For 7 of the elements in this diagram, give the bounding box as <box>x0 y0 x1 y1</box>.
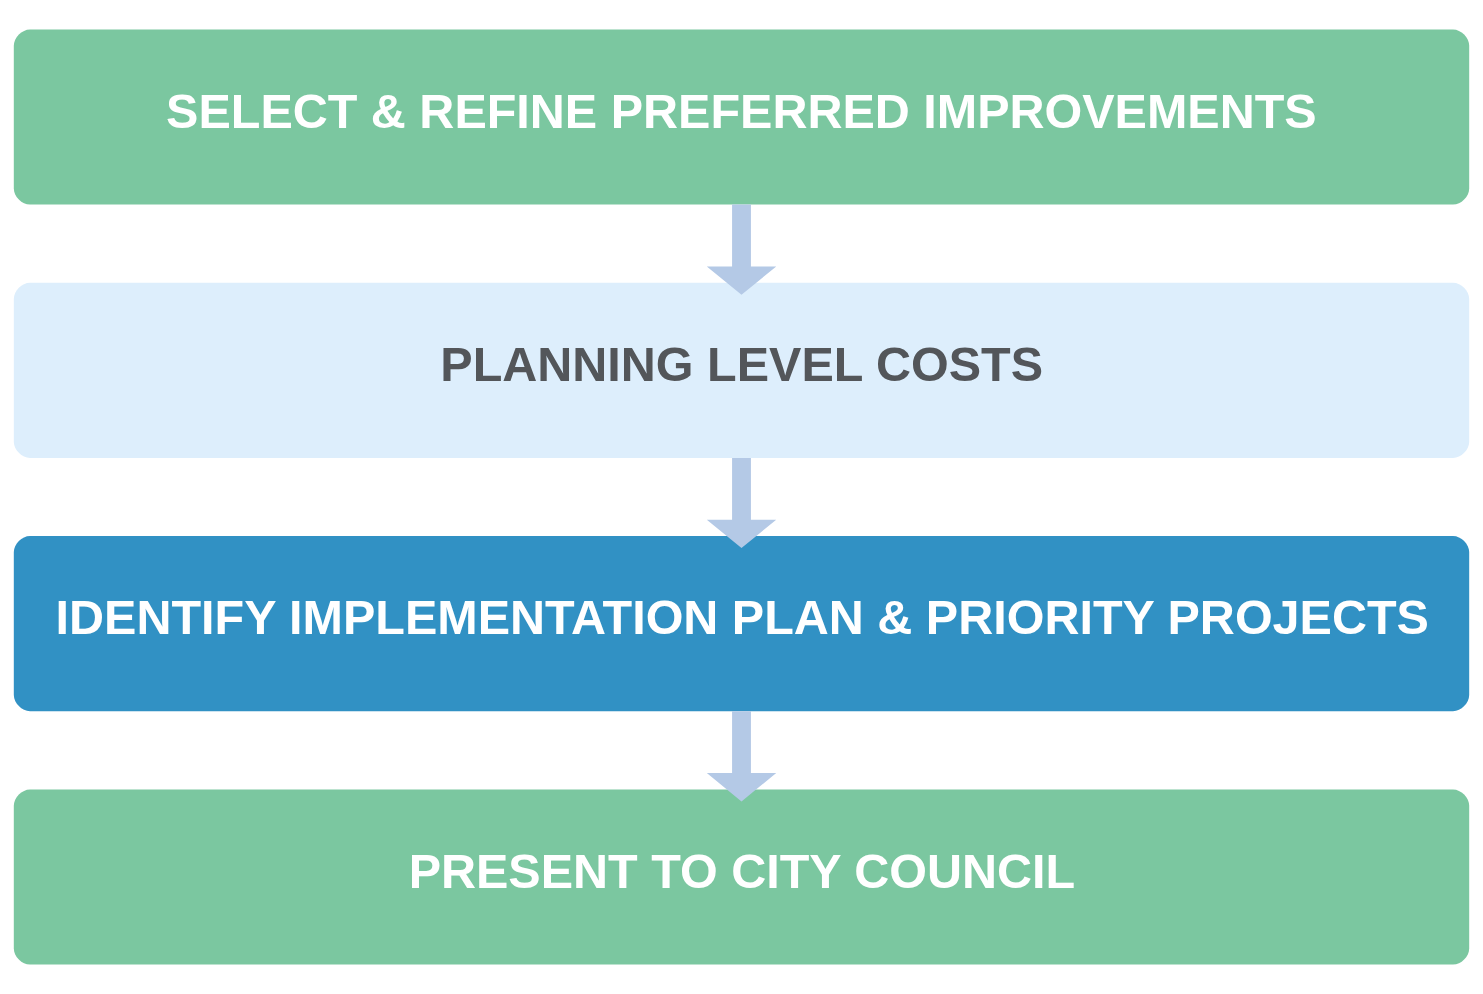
node-box: PRESENT TO CITY COUNCIL <box>13 789 1470 965</box>
arrow <box>706 711 777 802</box>
node-box: SELECT & REFINE PREFERRED IMPROVEMENTS <box>13 29 1470 205</box>
node-box: PLANNING LEVEL COSTS <box>13 282 1470 458</box>
arrow <box>706 457 777 549</box>
arrow <box>706 204 777 295</box>
node-box: IDENTIFY IMPLEMENTATION PLAN & PRIORITY PROJECTS <box>13 536 1470 712</box>
